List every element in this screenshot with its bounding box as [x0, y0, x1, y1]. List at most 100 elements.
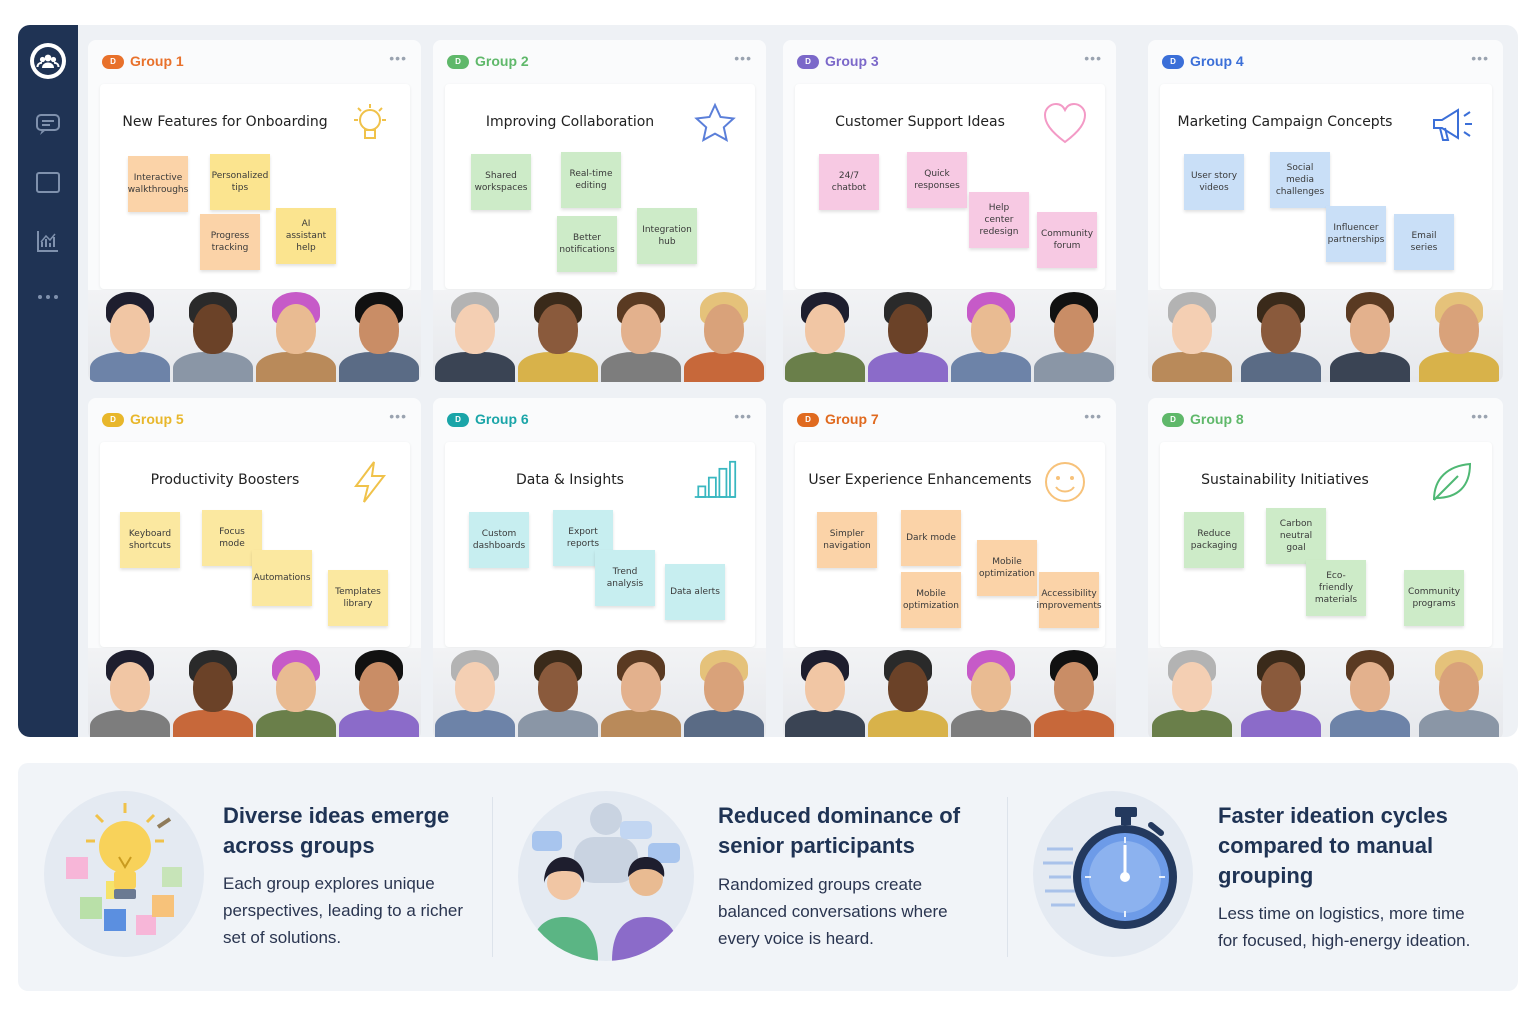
- participant-video[interactable]: [783, 290, 867, 382]
- sticky-note[interactable]: Shared workspaces: [471, 154, 531, 210]
- sticky-note[interactable]: Simpler navigation: [817, 512, 877, 568]
- sticky-note[interactable]: Progress tracking: [200, 214, 260, 270]
- sticky-note[interactable]: Community programs: [1404, 570, 1464, 626]
- participant-video[interactable]: [949, 648, 1033, 737]
- feature-reduced-dominance: Reduced dominance of senior participants…: [498, 763, 1008, 991]
- sticky-note[interactable]: Mobile optimization: [901, 572, 961, 628]
- participant-video[interactable]: [1414, 290, 1503, 382]
- participant-video[interactable]: [337, 648, 421, 737]
- participant-video[interactable]: [783, 648, 867, 737]
- whiteboard[interactable]: Customer Support Ideas 24/7 chatbot Quick …: [795, 84, 1105, 289]
- sticky-note[interactable]: Personalized tips: [210, 154, 270, 210]
- sticky-note[interactable]: Mobile optimization: [977, 540, 1037, 596]
- sticky-note[interactable]: Real-time editing: [561, 152, 621, 208]
- sticky-note[interactable]: Influencer partnerships: [1326, 206, 1386, 262]
- participant-video[interactable]: [88, 290, 172, 382]
- sticky-note[interactable]: Quick responses: [907, 152, 967, 208]
- chart-icon[interactable]: [30, 223, 66, 259]
- participant-video[interactable]: [254, 648, 338, 737]
- participant-video[interactable]: [337, 290, 421, 382]
- participant-video[interactable]: [1032, 648, 1116, 737]
- participant-video[interactable]: [516, 290, 600, 382]
- more-options-icon[interactable]: •••: [734, 408, 752, 424]
- more-options-icon[interactable]: •••: [1471, 50, 1489, 66]
- participant-video[interactable]: [1236, 290, 1326, 382]
- sticky-note[interactable]: Focus mode: [202, 510, 262, 566]
- participant-video[interactable]: [433, 290, 517, 382]
- participant-video[interactable]: [599, 290, 683, 382]
- sticky-note[interactable]: User story videos: [1184, 154, 1244, 210]
- sticky-note[interactable]: Carbon neutral goal: [1266, 508, 1326, 564]
- participant-video[interactable]: [88, 648, 172, 737]
- participant-video[interactable]: [1148, 648, 1237, 737]
- participant-video[interactable]: [1325, 648, 1415, 737]
- sticky-note[interactable]: Better notifications: [557, 216, 617, 272]
- sticky-note[interactable]: Keyboard shortcuts: [120, 512, 180, 568]
- participant-video[interactable]: [866, 290, 950, 382]
- sticky-note[interactable]: 24/7 chatbot: [819, 154, 879, 210]
- sticky-note[interactable]: Data alerts: [665, 564, 725, 620]
- participant-video[interactable]: [866, 648, 950, 737]
- participant-video-strip: [783, 648, 1116, 737]
- feature-title: Diverse ideas emerge across groups: [223, 803, 450, 858]
- more-options-icon[interactable]: •••: [389, 50, 407, 66]
- sticky-note[interactable]: Reduce packaging: [1184, 512, 1244, 568]
- sticky-note[interactable]: Community forum: [1037, 212, 1097, 268]
- more-options-icon[interactable]: •••: [734, 50, 752, 66]
- more-icon[interactable]: [30, 279, 66, 315]
- participant-video[interactable]: [682, 648, 766, 737]
- group-badge: D: [1162, 413, 1184, 427]
- sticky-note[interactable]: Integration hub: [637, 208, 697, 264]
- sticky-note[interactable]: Templates library: [328, 570, 388, 626]
- participant-video[interactable]: [682, 290, 766, 382]
- participant-video[interactable]: [171, 648, 255, 737]
- sticky-note[interactable]: Automations: [252, 550, 312, 606]
- participant-video[interactable]: [1148, 290, 1237, 382]
- more-options-icon[interactable]: •••: [1084, 50, 1102, 66]
- participant-video[interactable]: [1414, 648, 1503, 737]
- board-title: Customer Support Ideas: [835, 114, 1005, 130]
- participant-video[interactable]: [254, 290, 338, 382]
- group-badge: D: [447, 413, 469, 427]
- sticky-note[interactable]: Eco-friendly materials: [1306, 560, 1366, 616]
- more-options-icon[interactable]: •••: [1471, 408, 1489, 424]
- sticky-note[interactable]: Dark mode: [901, 510, 961, 566]
- sticky-note[interactable]: Email series: [1394, 214, 1454, 270]
- sticky-note[interactable]: Trend analysis: [595, 550, 655, 606]
- sticky-note[interactable]: Social media challenges: [1270, 152, 1330, 208]
- sticky-note[interactable]: Custom dashboards: [469, 512, 529, 568]
- sticky-note[interactable]: Accessibility improvements: [1036, 572, 1102, 628]
- sticky-note[interactable]: Help center redesign: [969, 192, 1029, 248]
- more-options-icon[interactable]: •••: [1084, 408, 1102, 424]
- sticky-note[interactable]: Interactive walkthroughs: [128, 156, 188, 212]
- participant-video[interactable]: [599, 648, 683, 737]
- more-options-icon[interactable]: •••: [389, 408, 407, 424]
- participant-video[interactable]: [1032, 290, 1116, 382]
- whiteboard-icon[interactable]: [30, 165, 66, 201]
- participant-video[interactable]: [433, 648, 517, 737]
- sticky-note[interactable]: AI assistant help: [276, 208, 336, 264]
- people-icon[interactable]: [30, 43, 66, 79]
- participant-video[interactable]: [949, 290, 1033, 382]
- participant-video[interactable]: [1325, 290, 1415, 382]
- chat-icon[interactable]: [30, 107, 66, 143]
- participant-video[interactable]: [171, 290, 255, 382]
- participant-video[interactable]: [1236, 648, 1326, 737]
- participant-video[interactable]: [516, 648, 600, 737]
